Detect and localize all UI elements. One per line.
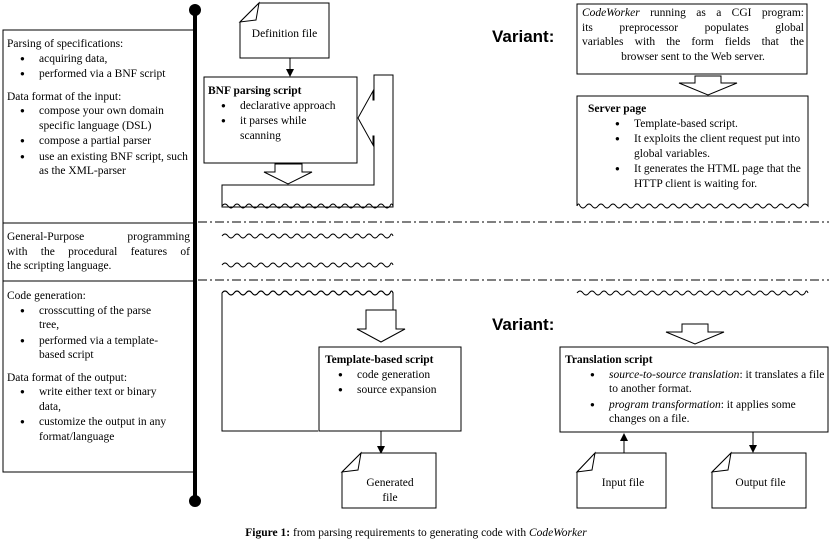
general-line: General-Purpose programming — [7, 231, 190, 243]
translation-item-em: program transformation — [609, 398, 721, 411]
cgi-line-1: CodeWorker running as a CGI program: — [582, 6, 804, 21]
cgi-text: CodeWorker running as a CGI program: its… — [582, 6, 804, 64]
template-item: source expansion — [338, 383, 461, 398]
bnf-item: declarative approach — [221, 99, 355, 114]
server-page-item: It exploits the client request put into … — [615, 132, 810, 161]
server-page-text: Server page Template-based script. It ex… — [588, 102, 810, 192]
output-file-fold — [710, 451, 732, 473]
codegen-title: Code generation: — [7, 290, 86, 302]
translation-item: source-to-source translation: it transla… — [590, 368, 825, 397]
generated-file-fold — [340, 451, 362, 473]
generated-file-line: file — [382, 491, 398, 504]
general-line: the scripting language. — [7, 260, 112, 272]
caption-brand: CodeWorker — [528, 527, 587, 539]
translation-down-arrow — [665, 323, 725, 345]
wave-left-2 — [221, 233, 394, 239]
translation-item-em: source-to-source translation — [609, 368, 740, 381]
template-title: Template-based script — [325, 354, 434, 366]
template-text: Template-based script code generation so… — [325, 353, 461, 399]
bnf-item: it parses while scanning — [221, 114, 355, 143]
translation-title: Translation script — [565, 354, 653, 366]
parsing-title: Parsing of specifications: — [7, 38, 124, 50]
bnf-title: BNF parsing script — [208, 85, 302, 97]
codegen-item: performed via a template-based script — [20, 334, 192, 363]
generated-file-label: Generated file — [350, 476, 430, 505]
variant-label-top: Variant: — [492, 27, 555, 46]
output-format-item: write either text or binary data, — [20, 385, 192, 414]
input-format-item: compose your own domain specific languag… — [20, 104, 192, 133]
wave-left-1 — [221, 203, 394, 209]
variant-label-bottom: Variant: — [492, 315, 555, 334]
caption-text: from parsing requirements to generating … — [290, 527, 529, 539]
input-format-item: use an existing BNF script, such as the … — [20, 150, 192, 179]
cgi-line: browser sent to the Web server. — [621, 50, 765, 63]
general-purpose-section: General-Purpose programming with the pro… — [7, 230, 190, 274]
generated-file-line: Generated — [366, 477, 414, 489]
wave-left-3 — [221, 262, 394, 268]
codegen-section: Code generation: crosscutting of the par… — [7, 289, 192, 445]
cgi-line: variables with the form fields that the — [582, 36, 804, 48]
server-page-item: It generates the HTML page that the HTTP… — [615, 162, 810, 191]
translation-item: program transformation: it applies some … — [590, 398, 825, 427]
cgi-brand: CodeWorker — [582, 7, 640, 19]
parsing-item: acquiring data, — [20, 52, 192, 67]
output-format-item: customize the output in any format/langu… — [20, 415, 192, 444]
figure-caption: Figure 1: from parsing requirements to g… — [0, 527, 832, 539]
timeline-start-dot — [189, 4, 201, 16]
codegen-flow-outline — [221, 293, 318, 432]
template-item: code generation — [338, 368, 461, 383]
server-page-item: Template-based script. — [615, 117, 810, 132]
cgi-box — [576, 3, 808, 75]
wave-right-1 — [576, 290, 809, 296]
timeline-end-dot — [189, 495, 201, 507]
codegen-item: crosscutting of the parse tree, — [20, 304, 192, 333]
input-file-fold — [575, 451, 596, 473]
definition-file-label: Definition file — [251, 28, 318, 40]
translation-item-rest: : it applies some changes on a file. — [609, 398, 796, 426]
input-format-item: compose a partial parser — [20, 134, 192, 149]
codegen-flow-shape — [221, 290, 406, 343]
parsing-item: performed via a BNF script — [20, 67, 192, 82]
cgi-down-arrow — [678, 75, 738, 96]
server-page-title: Server page — [588, 103, 647, 115]
input-format-title: Data format of the input: — [7, 90, 122, 103]
output-file-label: Output file — [735, 477, 786, 489]
bnf-text: BNF parsing script declarative approach … — [208, 84, 355, 144]
output-format-title: Data format of the output: — [7, 371, 128, 384]
definition-file-fold — [238, 1, 260, 23]
feedback-arrow — [221, 74, 394, 208]
translation-text: Translation script source-to-source tran… — [565, 353, 825, 428]
bnf-down-arrow — [263, 163, 313, 185]
general-line: with the procedural features of — [7, 245, 190, 258]
input-file-label: Input file — [601, 477, 645, 489]
caption-label: Figure 1: — [245, 527, 291, 539]
translation-item-rest: : it translates a file to another format… — [609, 368, 825, 396]
cgi-line: its preprocessor populates global — [582, 21, 804, 34]
cgi-line: running as a CGI program: — [650, 7, 804, 19]
parsing-section: Parsing of specifications: acquiring dat… — [7, 37, 192, 180]
